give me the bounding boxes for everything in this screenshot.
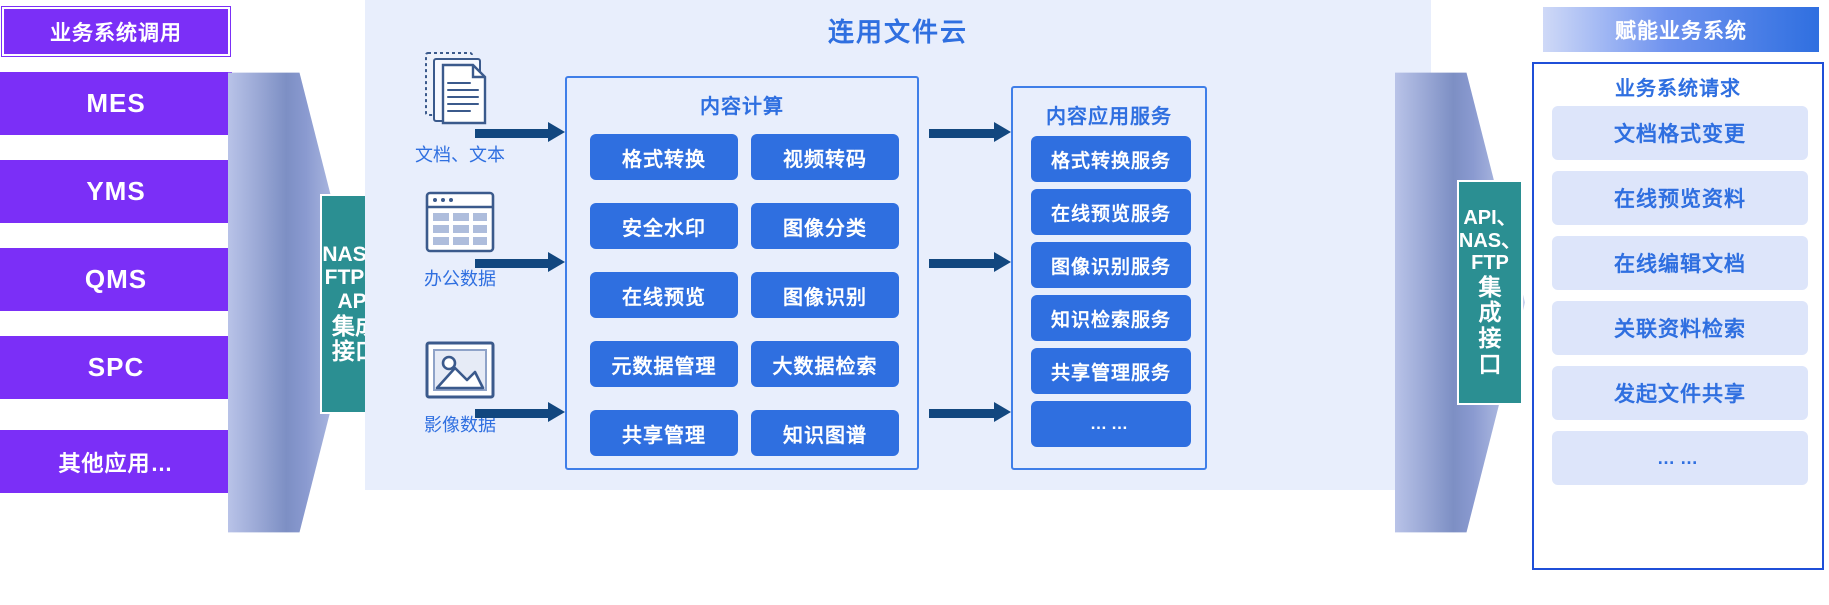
data-type-label-image: 影像数据 xyxy=(424,415,496,435)
content-compute-panel: 内容计算 格式转换 安全水印 在线预览 元数据管理 共享管理 视频转码 图像分类… xyxy=(565,76,919,470)
content-application-services-panel: 内容应用服务 格式转换服务 在线预览服务 图像识别服务 知识检索服务 共享管理服… xyxy=(1011,86,1207,470)
content-services-title: 内容应用服务 xyxy=(1046,106,1172,128)
flow-arrow-image-to-compute xyxy=(475,402,565,422)
integration-right-line-4: 集 xyxy=(1478,273,1502,300)
content-compute-title: 内容计算 xyxy=(700,96,784,118)
system-box-qms[interactable]: QMS xyxy=(0,248,232,311)
compute-chip-share-management[interactable]: 共享管理 xyxy=(590,410,738,456)
flow-arrow-compute-to-services-top xyxy=(929,122,1011,142)
service-chip-share-management[interactable]: 共享管理服务 xyxy=(1031,348,1191,394)
system-box-spc[interactable]: SPC xyxy=(0,336,232,399)
cloud-panel-title: 连用文件云 xyxy=(827,17,968,47)
left-caption-badge: 业务系统调用 xyxy=(2,7,230,56)
documents-icon xyxy=(423,52,497,136)
compute-chip-image-classification[interactable]: 图像分类 xyxy=(751,203,899,249)
compute-chip-security-watermark[interactable]: 安全水印 xyxy=(590,203,738,249)
compute-chip-knowledge-graph[interactable]: 知识图谱 xyxy=(751,410,899,456)
business-systems-column: 业务系统调用 MES YMS QMS SPC 其他应用… xyxy=(0,0,232,605)
request-item-more[interactable]: …… xyxy=(1552,431,1808,485)
compute-chip-image-recognition[interactable]: 图像识别 xyxy=(751,272,899,318)
request-item-related-search[interactable]: 关联资料检索 xyxy=(1552,301,1808,355)
integration-right-line-3: FTP xyxy=(1471,252,1509,275)
system-box-yms[interactable]: YMS xyxy=(0,160,232,223)
compute-chip-bigdata-search[interactable]: 大数据检索 xyxy=(751,341,899,387)
compute-chip-metadata-management[interactable]: 元数据管理 xyxy=(590,341,738,387)
system-box-other[interactable]: 其他应用… xyxy=(0,430,232,493)
integration-left-line-3: API xyxy=(337,290,373,313)
request-item-online-preview[interactable]: 在线预览资料 xyxy=(1552,171,1808,225)
integration-right-line-1: API、 xyxy=(1463,207,1517,230)
service-chip-format-conversion[interactable]: 格式转换服务 xyxy=(1031,136,1191,182)
service-chip-image-recognition[interactable]: 图像识别服务 xyxy=(1031,242,1191,288)
file-cloud-panel: 连用文件云 文档、文本 xyxy=(365,0,1431,490)
data-type-documents: 文档、文本 xyxy=(385,50,535,167)
flow-arrow-documents-to-compute xyxy=(475,122,565,142)
flow-arrow-compute-to-services-bottom xyxy=(929,402,1011,422)
compute-chip-online-preview[interactable]: 在线预览 xyxy=(590,272,738,318)
data-type-label-office: 办公数据 xyxy=(424,269,496,289)
business-request-title: 业务系统请求 xyxy=(1615,78,1741,100)
spreadsheet-icon xyxy=(423,191,497,260)
right-caption-badge: 赋能业务系统 xyxy=(1541,5,1821,54)
integration-interface-right[interactable]: API、 NAS、 FTP 集 成 接 口 xyxy=(1457,180,1523,405)
data-type-image: 影像数据 xyxy=(385,340,535,437)
integration-right-line-5: 成 xyxy=(1478,299,1502,326)
service-chip-more[interactable]: …… xyxy=(1031,401,1191,447)
flow-arrow-compute-to-services-mid xyxy=(929,252,1011,272)
integration-right-line-7: 口 xyxy=(1478,350,1502,377)
integration-right-line-6: 接 xyxy=(1478,325,1502,352)
service-chip-knowledge-search[interactable]: 知识检索服务 xyxy=(1031,295,1191,341)
system-box-mes[interactable]: MES xyxy=(0,72,232,135)
integration-right-line-2: NAS、 xyxy=(1458,229,1522,252)
request-item-file-share[interactable]: 发起文件共享 xyxy=(1552,366,1808,420)
request-item-online-edit[interactable]: 在线编辑文档 xyxy=(1552,236,1808,290)
business-request-panel: 业务系统请求 文档格式变更 在线预览资料 在线编辑文档 关联资料检索 发起文件共… xyxy=(1532,62,1824,570)
data-type-office: 办公数据 xyxy=(385,190,535,291)
service-chip-online-preview[interactable]: 在线预览服务 xyxy=(1031,189,1191,235)
flow-arrow-office-to-compute xyxy=(475,252,565,272)
image-icon xyxy=(423,341,497,406)
compute-chip-video-transcode[interactable]: 视频转码 xyxy=(751,134,899,180)
request-item-format-change[interactable]: 文档格式变更 xyxy=(1552,106,1808,160)
compute-chip-format-conversion[interactable]: 格式转换 xyxy=(590,134,738,180)
data-type-label-documents: 文档、文本 xyxy=(415,145,505,165)
